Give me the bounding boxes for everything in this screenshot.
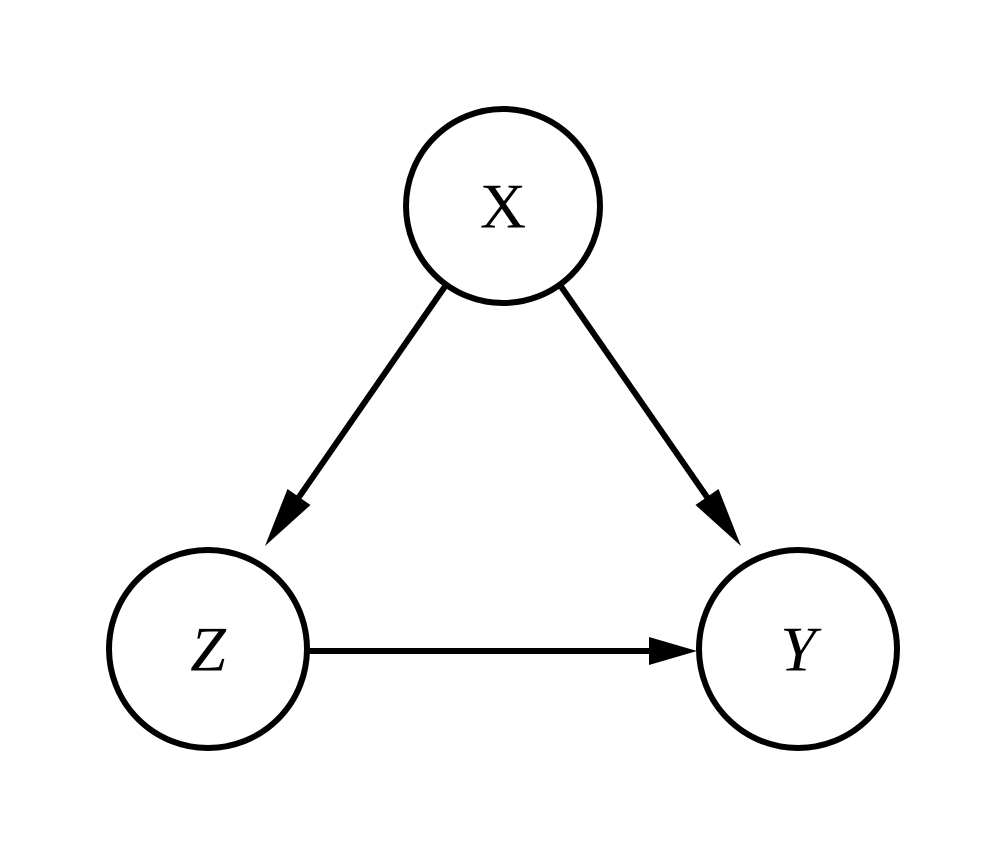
edge-x-to-z-arrowhead bbox=[265, 489, 311, 546]
edge-z-to-y-arrowhead bbox=[649, 637, 697, 665]
node-group: X Z Y bbox=[106, 106, 900, 751]
edge-x-to-y[interactable] bbox=[557, 283, 741, 546]
edge-group bbox=[265, 283, 741, 665]
edge-x-to-z[interactable] bbox=[265, 283, 449, 546]
node-z-circle bbox=[106, 547, 310, 751]
node-y[interactable]: Y bbox=[696, 547, 900, 751]
edge-x-to-z-shaft bbox=[278, 283, 449, 525]
edge-x-to-y-shaft bbox=[557, 283, 728, 525]
node-x-circle bbox=[403, 106, 603, 306]
node-z-label: Z bbox=[190, 614, 227, 685]
node-y-label: Y bbox=[780, 614, 822, 685]
node-z[interactable]: Z bbox=[106, 547, 310, 751]
node-y-circle bbox=[696, 547, 900, 751]
edge-z-to-y[interactable] bbox=[307, 637, 697, 665]
node-x[interactable]: X bbox=[403, 106, 603, 306]
node-x-label: X bbox=[480, 171, 526, 242]
edge-x-to-y-arrowhead bbox=[695, 489, 741, 546]
